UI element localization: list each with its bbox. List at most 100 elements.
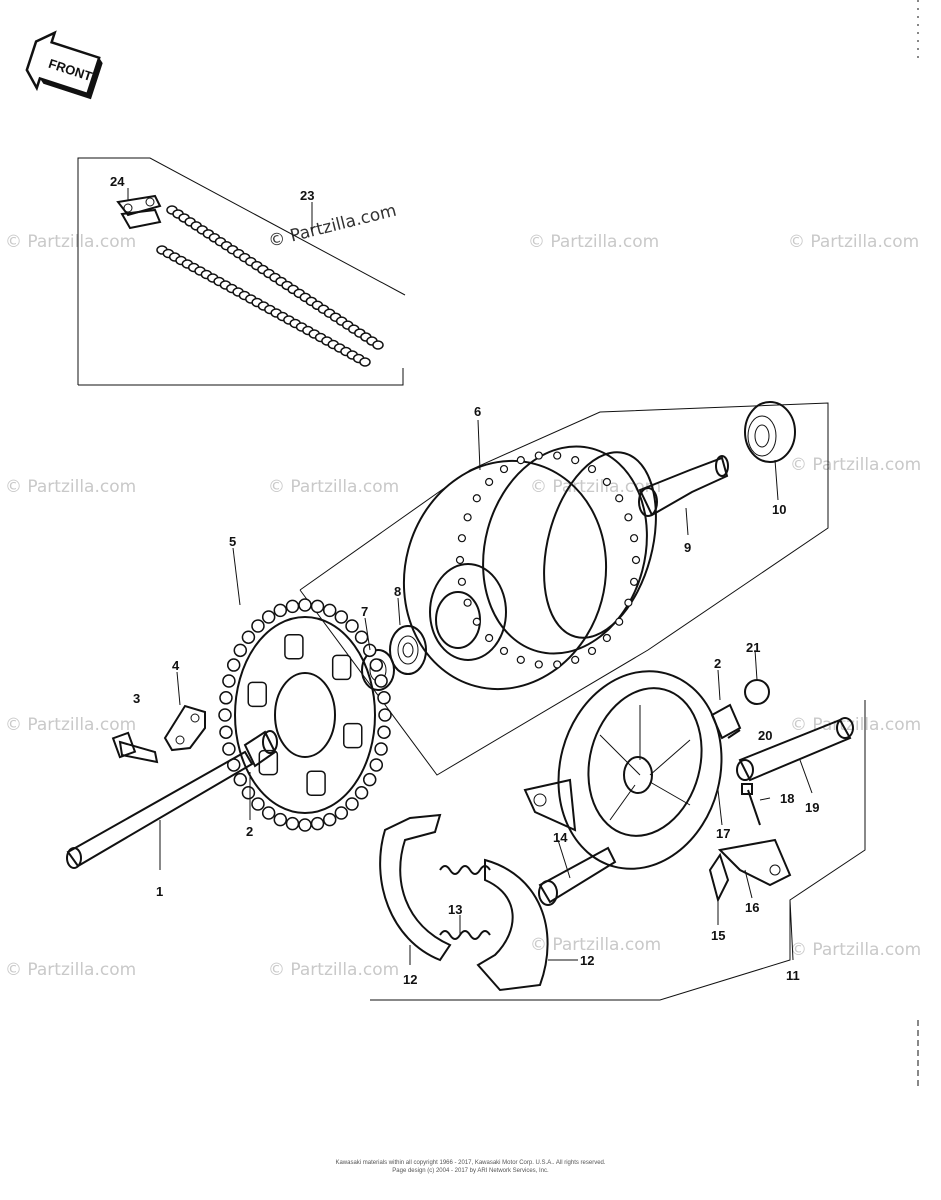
spoke-hole — [624, 598, 633, 607]
sprocket-tooth — [261, 610, 276, 624]
sprocket-tooth — [362, 772, 377, 787]
spoke-hole — [516, 655, 525, 664]
leader-lines — [127, 188, 813, 965]
bearing-10 — [744, 401, 796, 463]
callout-15[interactable]: 15 — [711, 928, 725, 943]
spoke-hole — [499, 646, 509, 656]
bearing-8 — [389, 625, 427, 675]
spoke-hole — [457, 534, 467, 543]
adjuster-plate-4 — [163, 704, 206, 752]
callout-20[interactable]: 20 — [758, 728, 772, 743]
watermark: © Partzilla.com — [5, 477, 136, 497]
rear-axle — [66, 750, 254, 869]
brake-shoe-left — [379, 813, 452, 962]
callout-24[interactable]: 24 — [110, 174, 125, 189]
sprocket-tooth — [310, 816, 325, 831]
callout-14[interactable]: 14 — [553, 830, 568, 845]
bolt-18 — [741, 783, 761, 826]
chain-assembly-box — [77, 157, 406, 386]
spoke-hole — [499, 464, 509, 474]
callout-11[interactable]: 11 — [786, 968, 800, 983]
callout-21[interactable]: 21 — [746, 640, 760, 655]
callout-2-brake[interactable]: 2 — [714, 656, 721, 671]
sprocket-tooth — [362, 643, 377, 658]
brake-assembly-box — [370, 700, 866, 1001]
chain-link — [372, 340, 384, 350]
spoke-hole — [463, 598, 472, 607]
callout-17[interactable]: 17 — [716, 826, 730, 841]
rear-wheel-hub — [402, 445, 657, 691]
callout-23[interactable]: 23 — [300, 188, 314, 203]
axle-collar — [243, 730, 278, 768]
sprocket-tooth — [369, 658, 384, 672]
sprocket-tooth — [298, 598, 312, 612]
sprocket-tooth — [222, 674, 236, 688]
sprocket-tooth — [354, 786, 369, 800]
sprocket-tooth — [218, 708, 232, 722]
brake-shoe-right — [476, 858, 549, 992]
watermark: © Partzilla.com — [266, 201, 398, 252]
brake-cam-shaft — [538, 846, 617, 906]
callout-5[interactable]: 5 — [229, 534, 236, 549]
callout-18[interactable]: 18 — [780, 791, 794, 806]
spoke-hole — [553, 660, 562, 669]
master-link — [116, 194, 162, 230]
watermark: © Partzilla.com — [5, 715, 136, 735]
front-arrow-badge: FRONT — [25, 30, 103, 100]
callout-13[interactable]: 13 — [448, 902, 462, 917]
watermark: © Partzilla.com — [790, 715, 921, 735]
sprocket-tooth — [334, 610, 349, 624]
callout-7[interactable]: 7 — [361, 604, 368, 619]
nut-21 — [744, 679, 770, 705]
spoke-hole — [602, 477, 611, 487]
spoke-hole — [472, 494, 481, 503]
spoke-hole — [629, 577, 639, 586]
sprocket-tooth — [222, 742, 236, 756]
sprocket-tooth — [345, 797, 359, 811]
callout-6[interactable]: 6 — [474, 404, 481, 419]
sprocket-tooth — [322, 603, 337, 618]
callout-9[interactable]: 9 — [684, 540, 691, 555]
drive-chain — [156, 205, 384, 367]
sprocket-lightening-hole — [331, 654, 352, 681]
callout-8[interactable]: 8 — [394, 584, 401, 599]
callout-2-axle[interactable]: 2 — [246, 824, 253, 839]
watermark: © Partzilla.com — [788, 232, 919, 252]
sprocket-tooth — [261, 806, 276, 820]
callout-19[interactable]: 19 — [805, 800, 819, 815]
watermarks: © Partzilla.com © Partzilla.com © Partzi… — [5, 201, 921, 980]
sprocket-tooth — [374, 674, 388, 688]
callout-4[interactable]: 4 — [172, 658, 180, 673]
bolt-3 — [111, 731, 159, 764]
spoke-hole — [631, 555, 641, 565]
spoke-hole — [472, 617, 481, 626]
brake-lever-16 — [717, 838, 792, 887]
sprocket-tooth — [241, 630, 256, 644]
axle-sleeve — [638, 455, 729, 517]
callout-12-right[interactable]: 12 — [580, 953, 594, 968]
watermark: © Partzilla.com — [530, 935, 661, 955]
footer-design: Page design (c) 2004 - 2017 by ARI Netwo… — [392, 1168, 549, 1174]
callout-16[interactable]: 16 — [745, 900, 759, 915]
callout-3[interactable]: 3 — [133, 691, 140, 706]
spoke-hole — [534, 660, 543, 669]
spoke-hole — [571, 456, 580, 465]
sprocket-tooth — [251, 797, 265, 811]
watermark: © Partzilla.com — [790, 455, 921, 475]
wear-indicator-15 — [708, 852, 730, 903]
spoke-hole — [534, 451, 543, 460]
brake-springs — [439, 865, 491, 940]
watermark: © Partzilla.com — [5, 960, 136, 980]
footer-copyright: Kawasaki materials within all copyright … — [335, 1160, 606, 1166]
spoke-hole — [457, 577, 467, 586]
sprocket-tooth — [233, 643, 248, 658]
sprocket-tooth — [273, 603, 288, 618]
callout-1[interactable]: 1 — [156, 884, 163, 899]
callout-12-left[interactable]: 12 — [403, 972, 417, 987]
sprocket-tooth — [345, 619, 359, 633]
sprocket-lightening-hole — [306, 770, 326, 797]
callout-10[interactable]: 10 — [772, 502, 786, 517]
watermark: © Partzilla.com — [528, 232, 659, 252]
spoke-hole — [587, 464, 597, 474]
spoke-hole — [602, 633, 611, 643]
